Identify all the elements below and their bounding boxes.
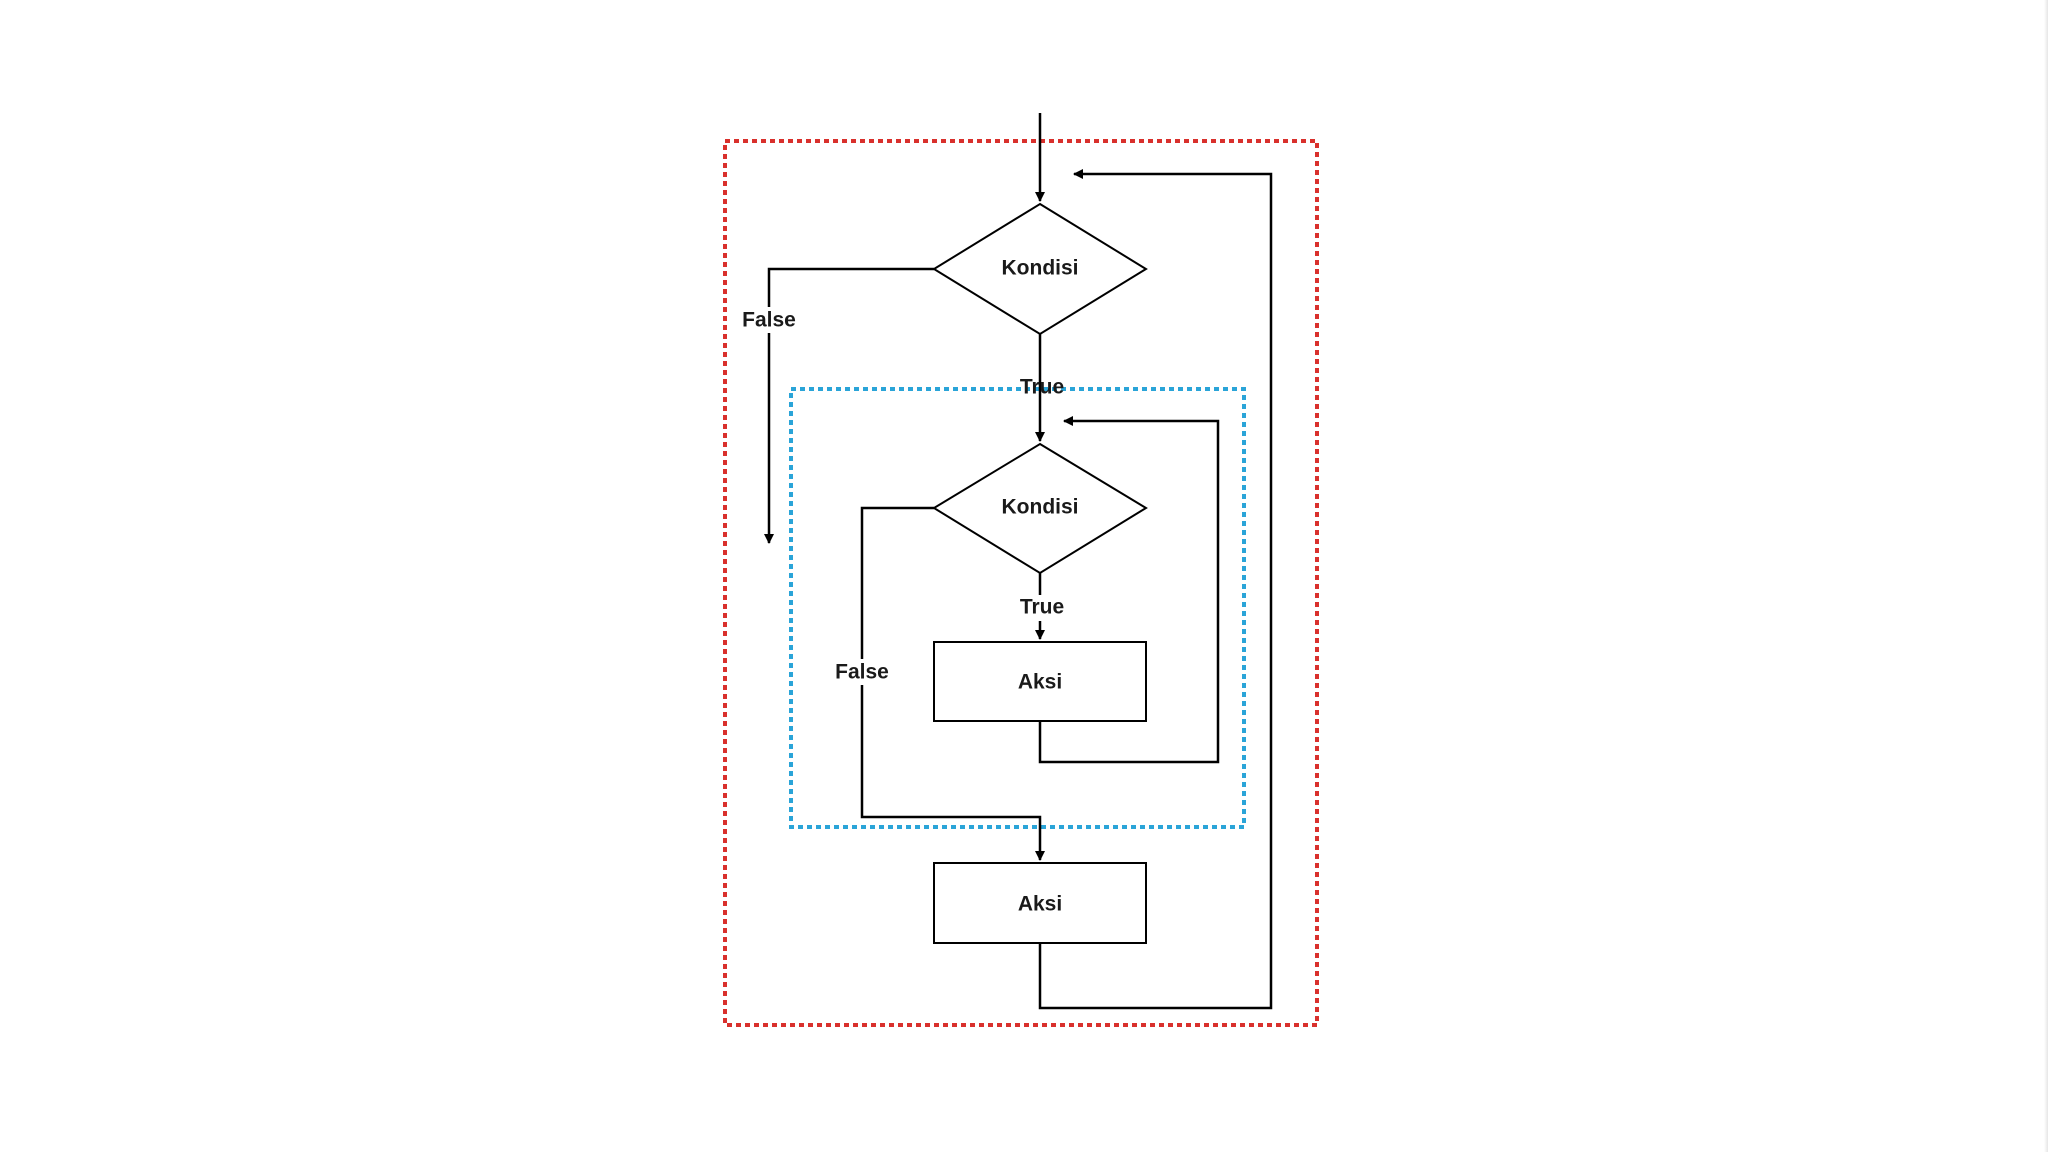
window-right-edge [2044,0,2048,1152]
outer-action-label: Aksi [1018,893,1062,916]
inner-loop-back-connector [1038,416,1220,764]
inner-true-label: True [1020,596,1064,619]
inner-true-label-bg [1014,595,1068,621]
outer-condition-label: Kondisi [1002,257,1079,280]
outer-true-label: True [1020,376,1064,399]
outer-false-label: False [742,309,796,332]
outer-loop-back-connector [1038,169,1273,1010]
inner-action-label: Aksi [1018,671,1062,694]
inner-action-box [933,641,1147,722]
inner-condition-label: Kondisi [1002,496,1079,519]
inner-false-label-bg [834,659,890,685]
inner-false-label: False [835,661,889,684]
outer-false-label-bg [741,307,797,333]
outer-false-connector [764,267,934,544]
inner-false-connector [860,506,1045,861]
inner-loop-frame [789,387,1246,829]
